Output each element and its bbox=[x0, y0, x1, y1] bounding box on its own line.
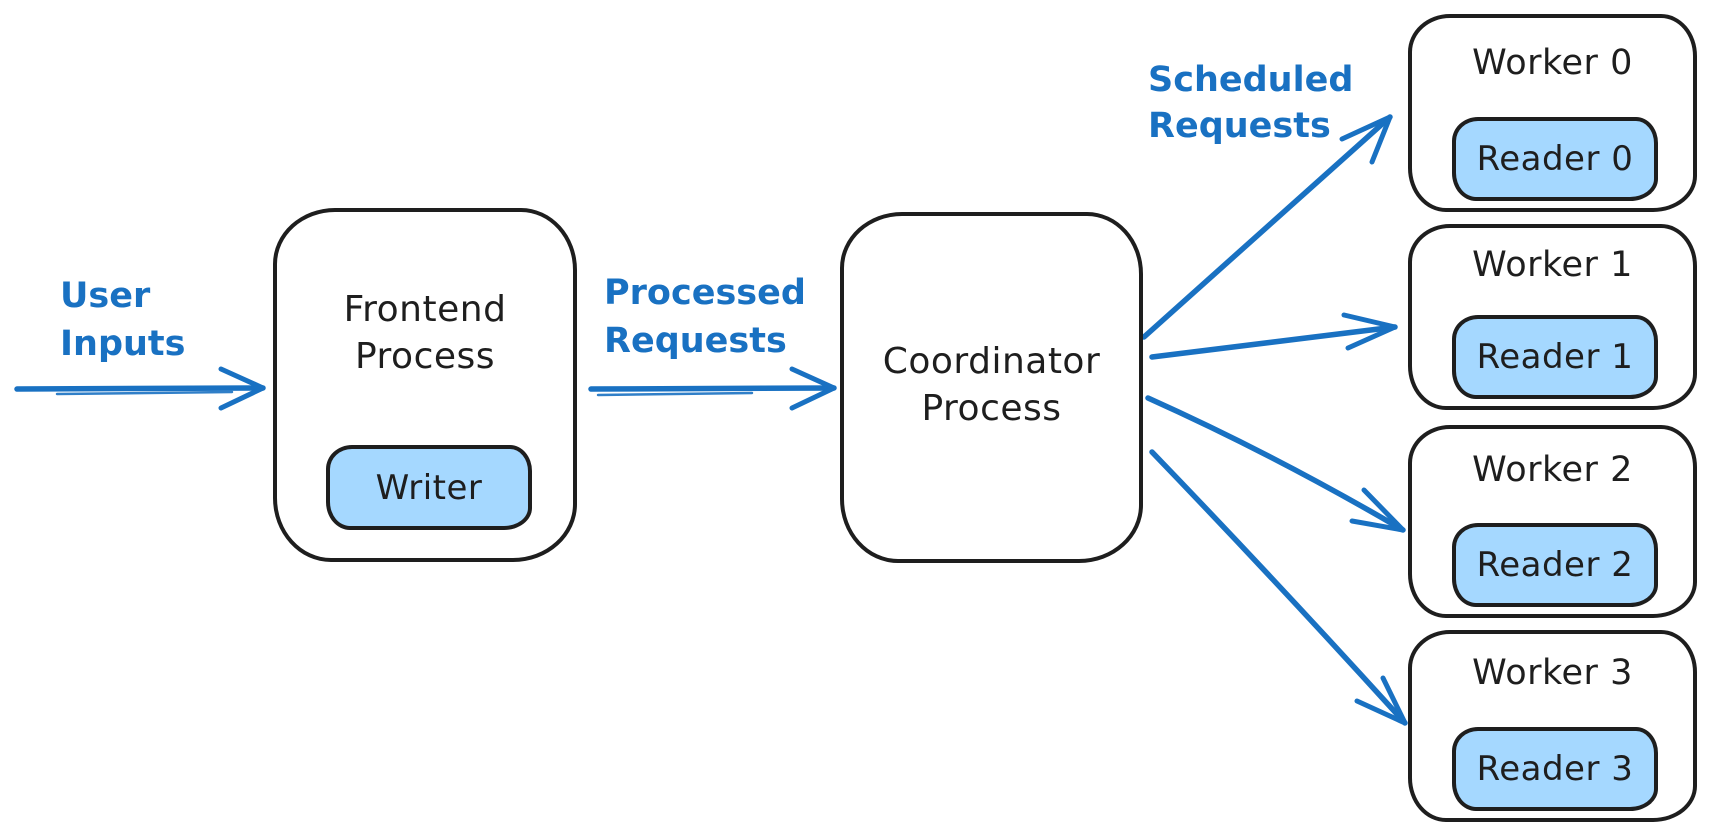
worker-2-title: Worker 2 bbox=[1472, 450, 1633, 490]
arrow-scheduled-worker-2 bbox=[1145, 395, 1406, 533]
worker-0-title: Worker 0 bbox=[1472, 43, 1633, 83]
coordinator-process-title: Coordinator Process bbox=[840, 338, 1143, 432]
user-inputs-line2: Inputs bbox=[60, 324, 186, 364]
arrow-user-inputs bbox=[14, 366, 266, 411]
scheduled-requests-line2: Requests bbox=[1148, 106, 1331, 146]
arrow-scheduled-worker-1 bbox=[1149, 312, 1398, 360]
reader-0-label: Reader 0 bbox=[1476, 139, 1634, 179]
coordinator-process-node bbox=[840, 212, 1143, 563]
processed-requests-line1: Processed bbox=[604, 273, 806, 313]
frontend-process-title: Frontend Process bbox=[273, 286, 577, 380]
reader-0-node: Reader 0 bbox=[1452, 117, 1658, 201]
writer-node: Writer bbox=[326, 445, 532, 530]
worker-1-title: Worker 1 bbox=[1472, 245, 1633, 285]
frontend-title-line1: Frontend bbox=[343, 289, 507, 330]
reader-2-label: Reader 2 bbox=[1476, 545, 1634, 585]
arrow-scheduled-worker-0 bbox=[1141, 114, 1393, 340]
arrow-processed-requests bbox=[588, 366, 837, 411]
reader-2-node: Reader 2 bbox=[1452, 523, 1658, 607]
reader-1-label: Reader 1 bbox=[1476, 337, 1634, 377]
user-inputs-line1: User bbox=[60, 276, 151, 316]
processed-requests-label: Processed Requests bbox=[604, 269, 806, 365]
writer-label: Writer bbox=[375, 467, 483, 508]
reader-3-label: Reader 3 bbox=[1476, 749, 1634, 789]
scheduled-requests-line1: Scheduled bbox=[1148, 60, 1354, 100]
coordinator-title-line2: Process bbox=[921, 388, 1062, 429]
processed-requests-line2: Requests bbox=[604, 321, 787, 361]
arrow-scheduled-worker-3 bbox=[1149, 449, 1408, 726]
coordinator-title-line1: Coordinator bbox=[882, 341, 1101, 382]
user-inputs-label: User Inputs bbox=[60, 272, 185, 368]
reader-3-node: Reader 3 bbox=[1452, 727, 1658, 811]
frontend-title-line2: Process bbox=[354, 336, 496, 377]
worker-3-title: Worker 3 bbox=[1472, 653, 1633, 693]
scheduled-requests-label: Scheduled Requests bbox=[1148, 57, 1353, 149]
reader-1-node: Reader 1 bbox=[1452, 315, 1658, 399]
